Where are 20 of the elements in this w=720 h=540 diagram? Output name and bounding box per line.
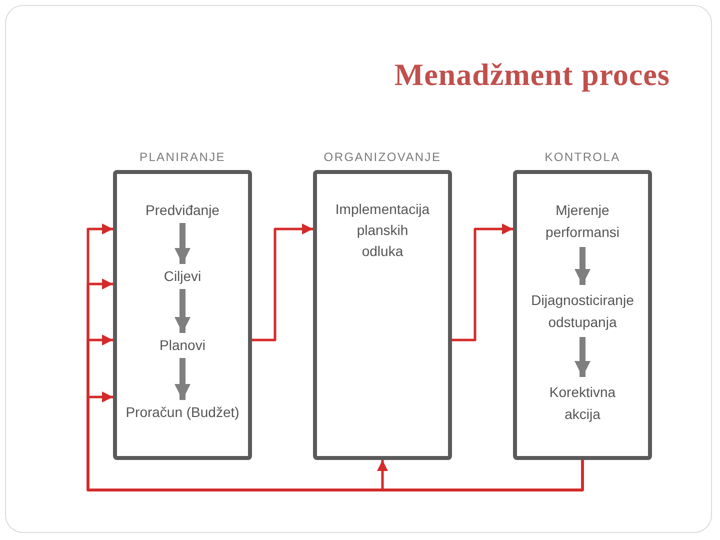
arrow [86, 392, 584, 492]
box-heading: KONTROLA [544, 150, 620, 164]
arrow [574, 337, 590, 377]
box-text: Implementacija planskih odluka [335, 200, 430, 261]
box-heading: ORGANIZOVANJE [324, 150, 442, 164]
arrow [452, 224, 513, 342]
step-text: Ciljevi [164, 268, 202, 285]
title: Menadžment proces [393, 56, 670, 94]
box-heading: PLANIRANJE [139, 150, 226, 164]
arrow [174, 358, 190, 400]
step-text: Predviđanje [146, 202, 220, 219]
arrow [574, 247, 590, 285]
arrow [174, 289, 190, 333]
step-text: Mjerenje performansi [546, 199, 620, 243]
step-text: Proračun (Budžet) [126, 404, 240, 421]
arrow [252, 224, 313, 342]
step-text: Planovi [160, 337, 206, 354]
step-text: Dijagnosticiranje odstupanja [531, 289, 634, 333]
step-text: Korektivna akcija [549, 381, 616, 425]
arrow [174, 223, 190, 264]
